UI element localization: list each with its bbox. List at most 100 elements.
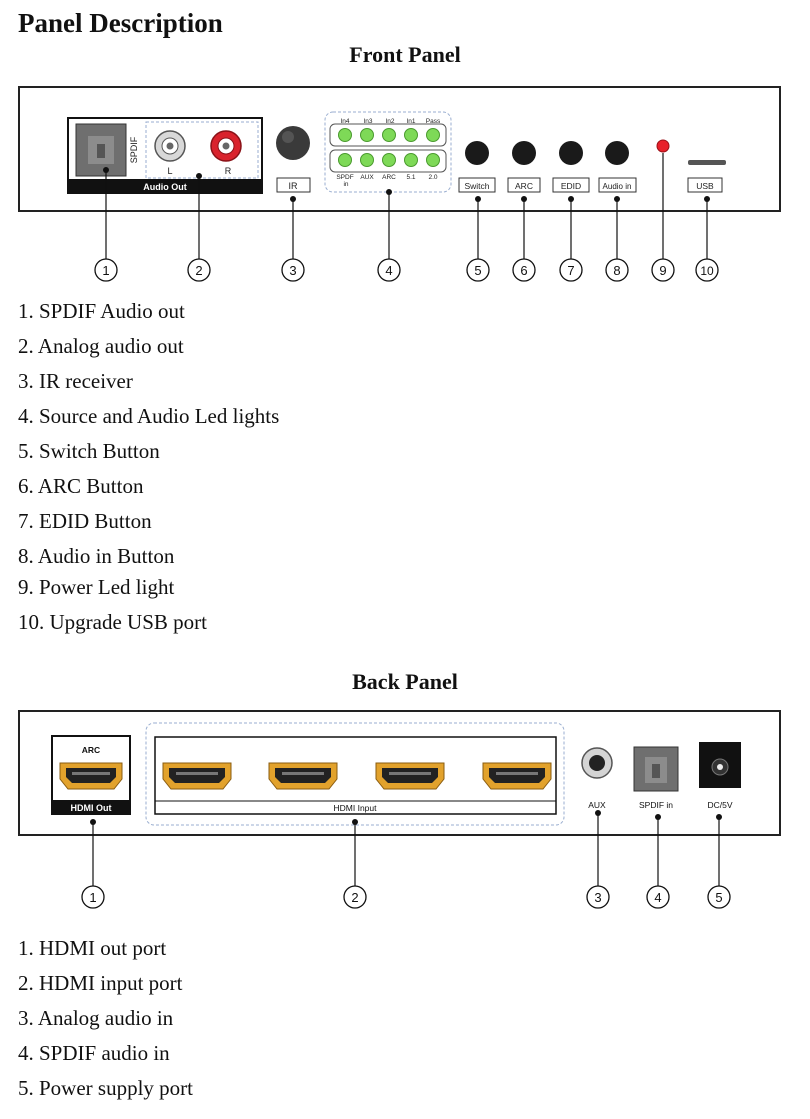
page-title: Panel Description <box>18 8 223 38</box>
back-callout-1 <box>81 885 105 909</box>
led-group-frame <box>324 111 452 193</box>
front-callout-1 <box>94 258 118 282</box>
back-legend: 1. HDMI out port 2. HDMI input port 3. A… <box>18 936 193 1111</box>
audio-in-label: Audio in <box>603 182 632 191</box>
front-callout-3-text: 3 <box>289 263 296 278</box>
aux-label: AUX <box>588 800 606 810</box>
back-legend-item: 5. Power supply port <box>18 1076 193 1100</box>
hdmi-out-arc-label: ARC <box>82 745 100 755</box>
front-callout-2-text: 2 <box>195 263 202 278</box>
led-bottom-label-1: SPDF <box>336 174 353 181</box>
hdmi-input-port-4 <box>482 762 552 790</box>
led-in3 <box>360 128 374 142</box>
ir-receiver <box>276 126 310 160</box>
arc-button <box>512 141 536 165</box>
switch-button <box>465 141 489 165</box>
front-callout-10-text: 10 <box>700 264 714 278</box>
front-legend-item: 8. Audio in Button <box>18 544 175 568</box>
spdif-in-port <box>633 746 679 792</box>
front-callout-7 <box>559 258 583 282</box>
led-top-row <box>338 128 440 142</box>
led-top-label-3: In2 <box>385 118 394 125</box>
audio-out-bar <box>68 179 262 193</box>
led-top-label-4: In1 <box>406 118 415 125</box>
led-in2 <box>382 128 396 142</box>
front-legend-item: 5. Switch Button <box>18 439 160 463</box>
front-legend-item: 7. EDID Button <box>18 509 152 533</box>
edid-label: EDID <box>561 181 581 191</box>
rca-l-label: L <box>167 166 172 176</box>
back-callout-2-text: 2 <box>351 890 358 905</box>
front-legend-item: 3. IR receiver <box>18 369 133 393</box>
front-legend-item: 1. SPDIF Audio out <box>18 299 185 323</box>
switch-label: Switch <box>464 181 489 191</box>
rca-r-label: R <box>225 166 232 176</box>
back-legend-item: 4. SPDIF audio in <box>18 1041 170 1065</box>
led-5-1 <box>404 153 418 167</box>
led-2-0 <box>426 153 440 167</box>
back-callout-3 <box>586 885 610 909</box>
front-callout-8 <box>605 258 629 282</box>
back-panel-diagram: ARC HDMI Out HDMI Input AUX SPDIF in <box>18 710 781 909</box>
back-callout-1-text: 1 <box>89 890 96 905</box>
back-callout-3-text: 3 <box>594 890 601 905</box>
led-in1 <box>404 128 418 142</box>
led-bottom-label-3: ARC <box>382 174 396 181</box>
back-panel-heading: Back Panel <box>352 669 458 694</box>
front-callout-3 <box>281 258 305 282</box>
back-callout-5 <box>707 885 731 909</box>
hdmi-out-port <box>59 762 123 790</box>
front-callout-9 <box>651 258 675 282</box>
front-panel-heading: Front Panel <box>349 42 461 67</box>
rca-group-frame <box>145 121 259 179</box>
led-bottom-label-4: 5.1 <box>406 174 415 181</box>
hdmi-input-port-2 <box>268 762 338 790</box>
front-legend-item: 2. Analog audio out <box>18 334 184 358</box>
edid-button <box>559 141 583 165</box>
front-callout-7-text: 7 <box>567 263 574 278</box>
front-callout-2 <box>187 258 211 282</box>
front-legend-item: 6. ARC Button <box>18 474 144 498</box>
front-callout-5 <box>466 258 490 282</box>
front-callout-5-text: 5 <box>474 263 481 278</box>
back-legend-item: 1. HDMI out port <box>18 936 167 960</box>
ir-label: IR <box>289 181 299 191</box>
back-callout-2 <box>343 885 367 909</box>
front-callout-1-text: 1 <box>102 263 109 278</box>
front-panel-diagram: Audio Out SPDIF L R IR In4 In3 In2 In1 P… <box>18 86 781 282</box>
front-callout-6 <box>512 258 536 282</box>
led-top-label-1: In4 <box>340 118 349 125</box>
arc-label: ARC <box>515 181 533 191</box>
hdmi-input-port-1 <box>162 762 232 790</box>
spdif-in-label: SPDIF in <box>639 800 673 810</box>
usb-port <box>688 160 726 165</box>
hdmi-out-label: HDMI Out <box>71 803 112 813</box>
led-in4 <box>338 128 352 142</box>
hdmi-input-port-3 <box>375 762 445 790</box>
power-led <box>656 139 670 153</box>
back-callout-5-text: 5 <box>715 890 722 905</box>
led-in-label: in <box>343 181 348 188</box>
led-spdif <box>338 153 352 167</box>
led-aux <box>360 153 374 167</box>
front-callout-6-text: 6 <box>520 263 527 278</box>
hdmi-input-label: HDMI Input <box>334 803 378 813</box>
front-legend-item: 10. Upgrade USB port <box>18 610 207 634</box>
front-callout-10 <box>695 258 719 282</box>
front-callout-8-text: 8 <box>613 263 620 278</box>
back-legend-item: 3. Analog audio in <box>18 1006 174 1030</box>
front-callout-9-text: 9 <box>659 263 666 278</box>
front-legend-item: 9. Power Led light <box>18 575 175 599</box>
back-callout-4 <box>646 885 670 909</box>
led-bottom-label-2: AUX <box>360 174 374 181</box>
front-callout-4-text: 4 <box>385 263 392 278</box>
dc-label: DC/5V <box>707 800 732 810</box>
led-top-label-5: Pass <box>426 118 441 125</box>
back-legend-item: 2. HDMI input port <box>18 971 183 995</box>
back-callout-4-text: 4 <box>654 890 661 905</box>
led-bottom-label-5: 2.0 <box>428 174 437 181</box>
front-legend-item: 4. Source and Audio Led lights <box>18 404 280 428</box>
led-bottom-row <box>338 153 440 167</box>
led-pass <box>426 128 440 142</box>
front-callout-4 <box>377 258 401 282</box>
